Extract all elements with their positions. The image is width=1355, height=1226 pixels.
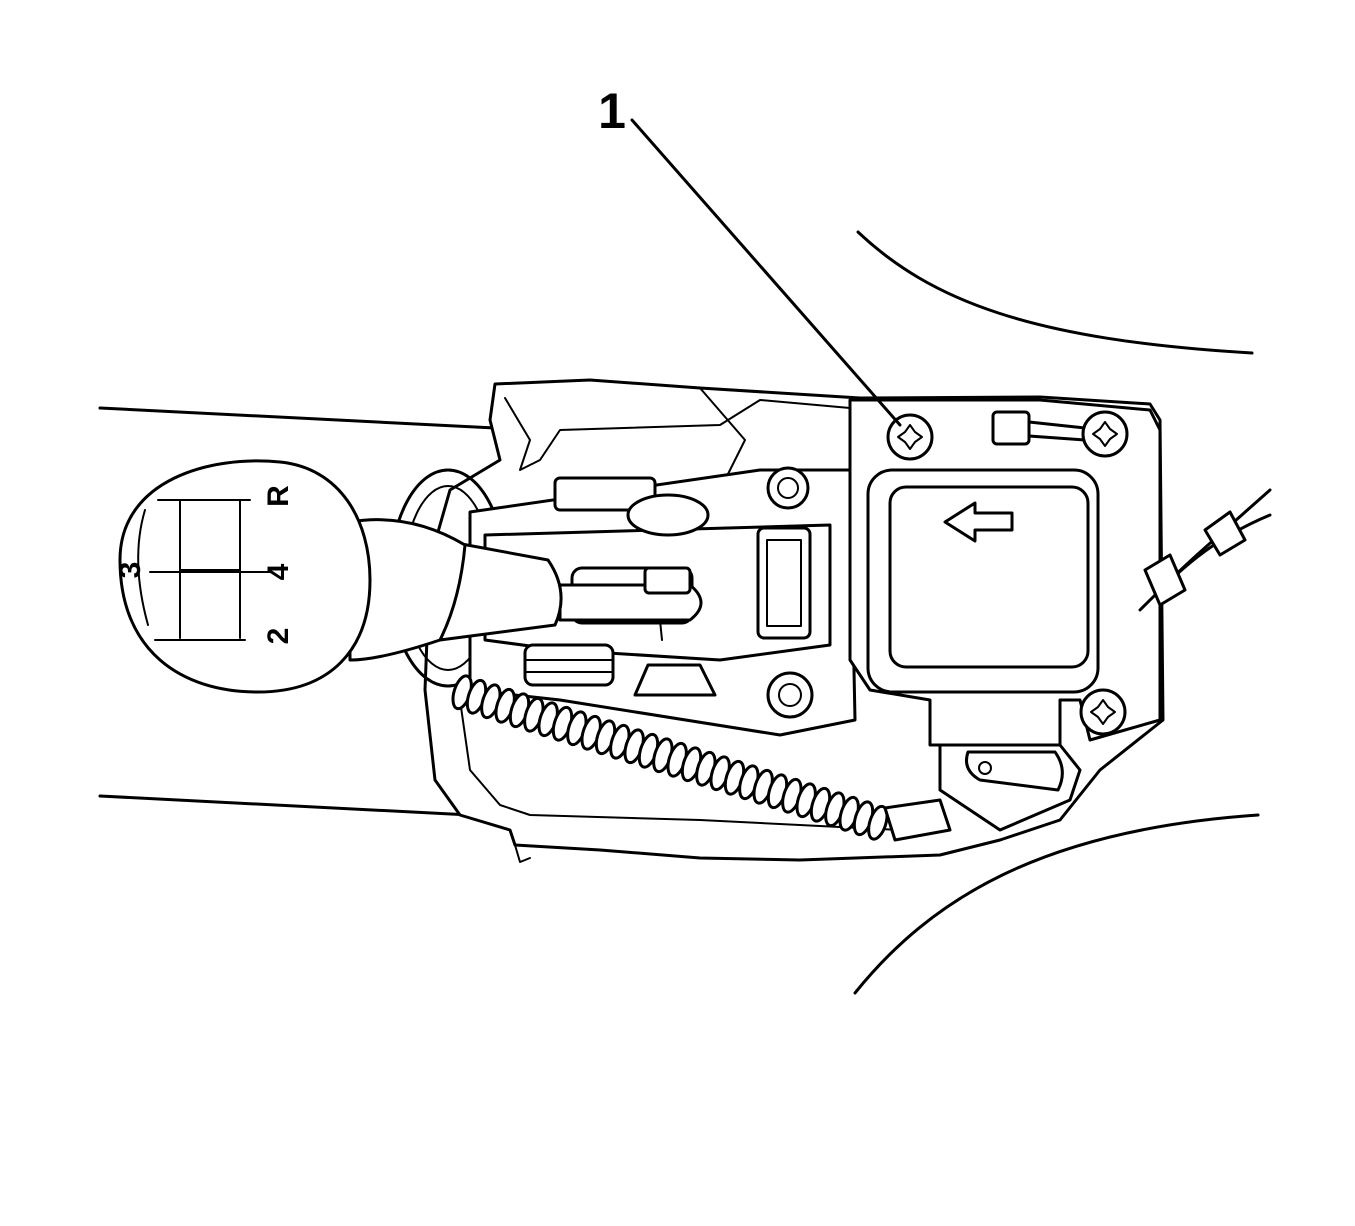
wiring-harness	[451, 674, 889, 841]
side-cable	[1138, 488, 1272, 612]
console-contour-lines	[98, 230, 1260, 995]
leader-line	[630, 118, 902, 427]
gear-label-2: 2	[262, 628, 295, 645]
lower-bracket	[938, 743, 1082, 832]
gear-shift-lever	[348, 518, 563, 662]
gear-label-3: 3	[114, 562, 147, 579]
torx-bolt-3	[1081, 410, 1129, 458]
harness-segment	[867, 804, 889, 841]
harness-connector	[883, 798, 952, 842]
gear-label-r: R	[262, 485, 295, 507]
callout-number: 1	[598, 83, 626, 139]
torx-bolt-1	[886, 413, 934, 461]
hex-bolt-2	[991, 410, 1087, 446]
callout-1: 1	[598, 83, 902, 427]
arrow-icon	[943, 501, 1014, 543]
gear-knob	[118, 459, 372, 694]
gear-label-4: 4	[262, 563, 295, 580]
shift-pattern-labels: 3 4 R 2	[114, 485, 295, 645]
control-module	[848, 398, 1162, 747]
torx-bolt-4	[1079, 688, 1127, 736]
shift-linkage	[558, 566, 703, 641]
